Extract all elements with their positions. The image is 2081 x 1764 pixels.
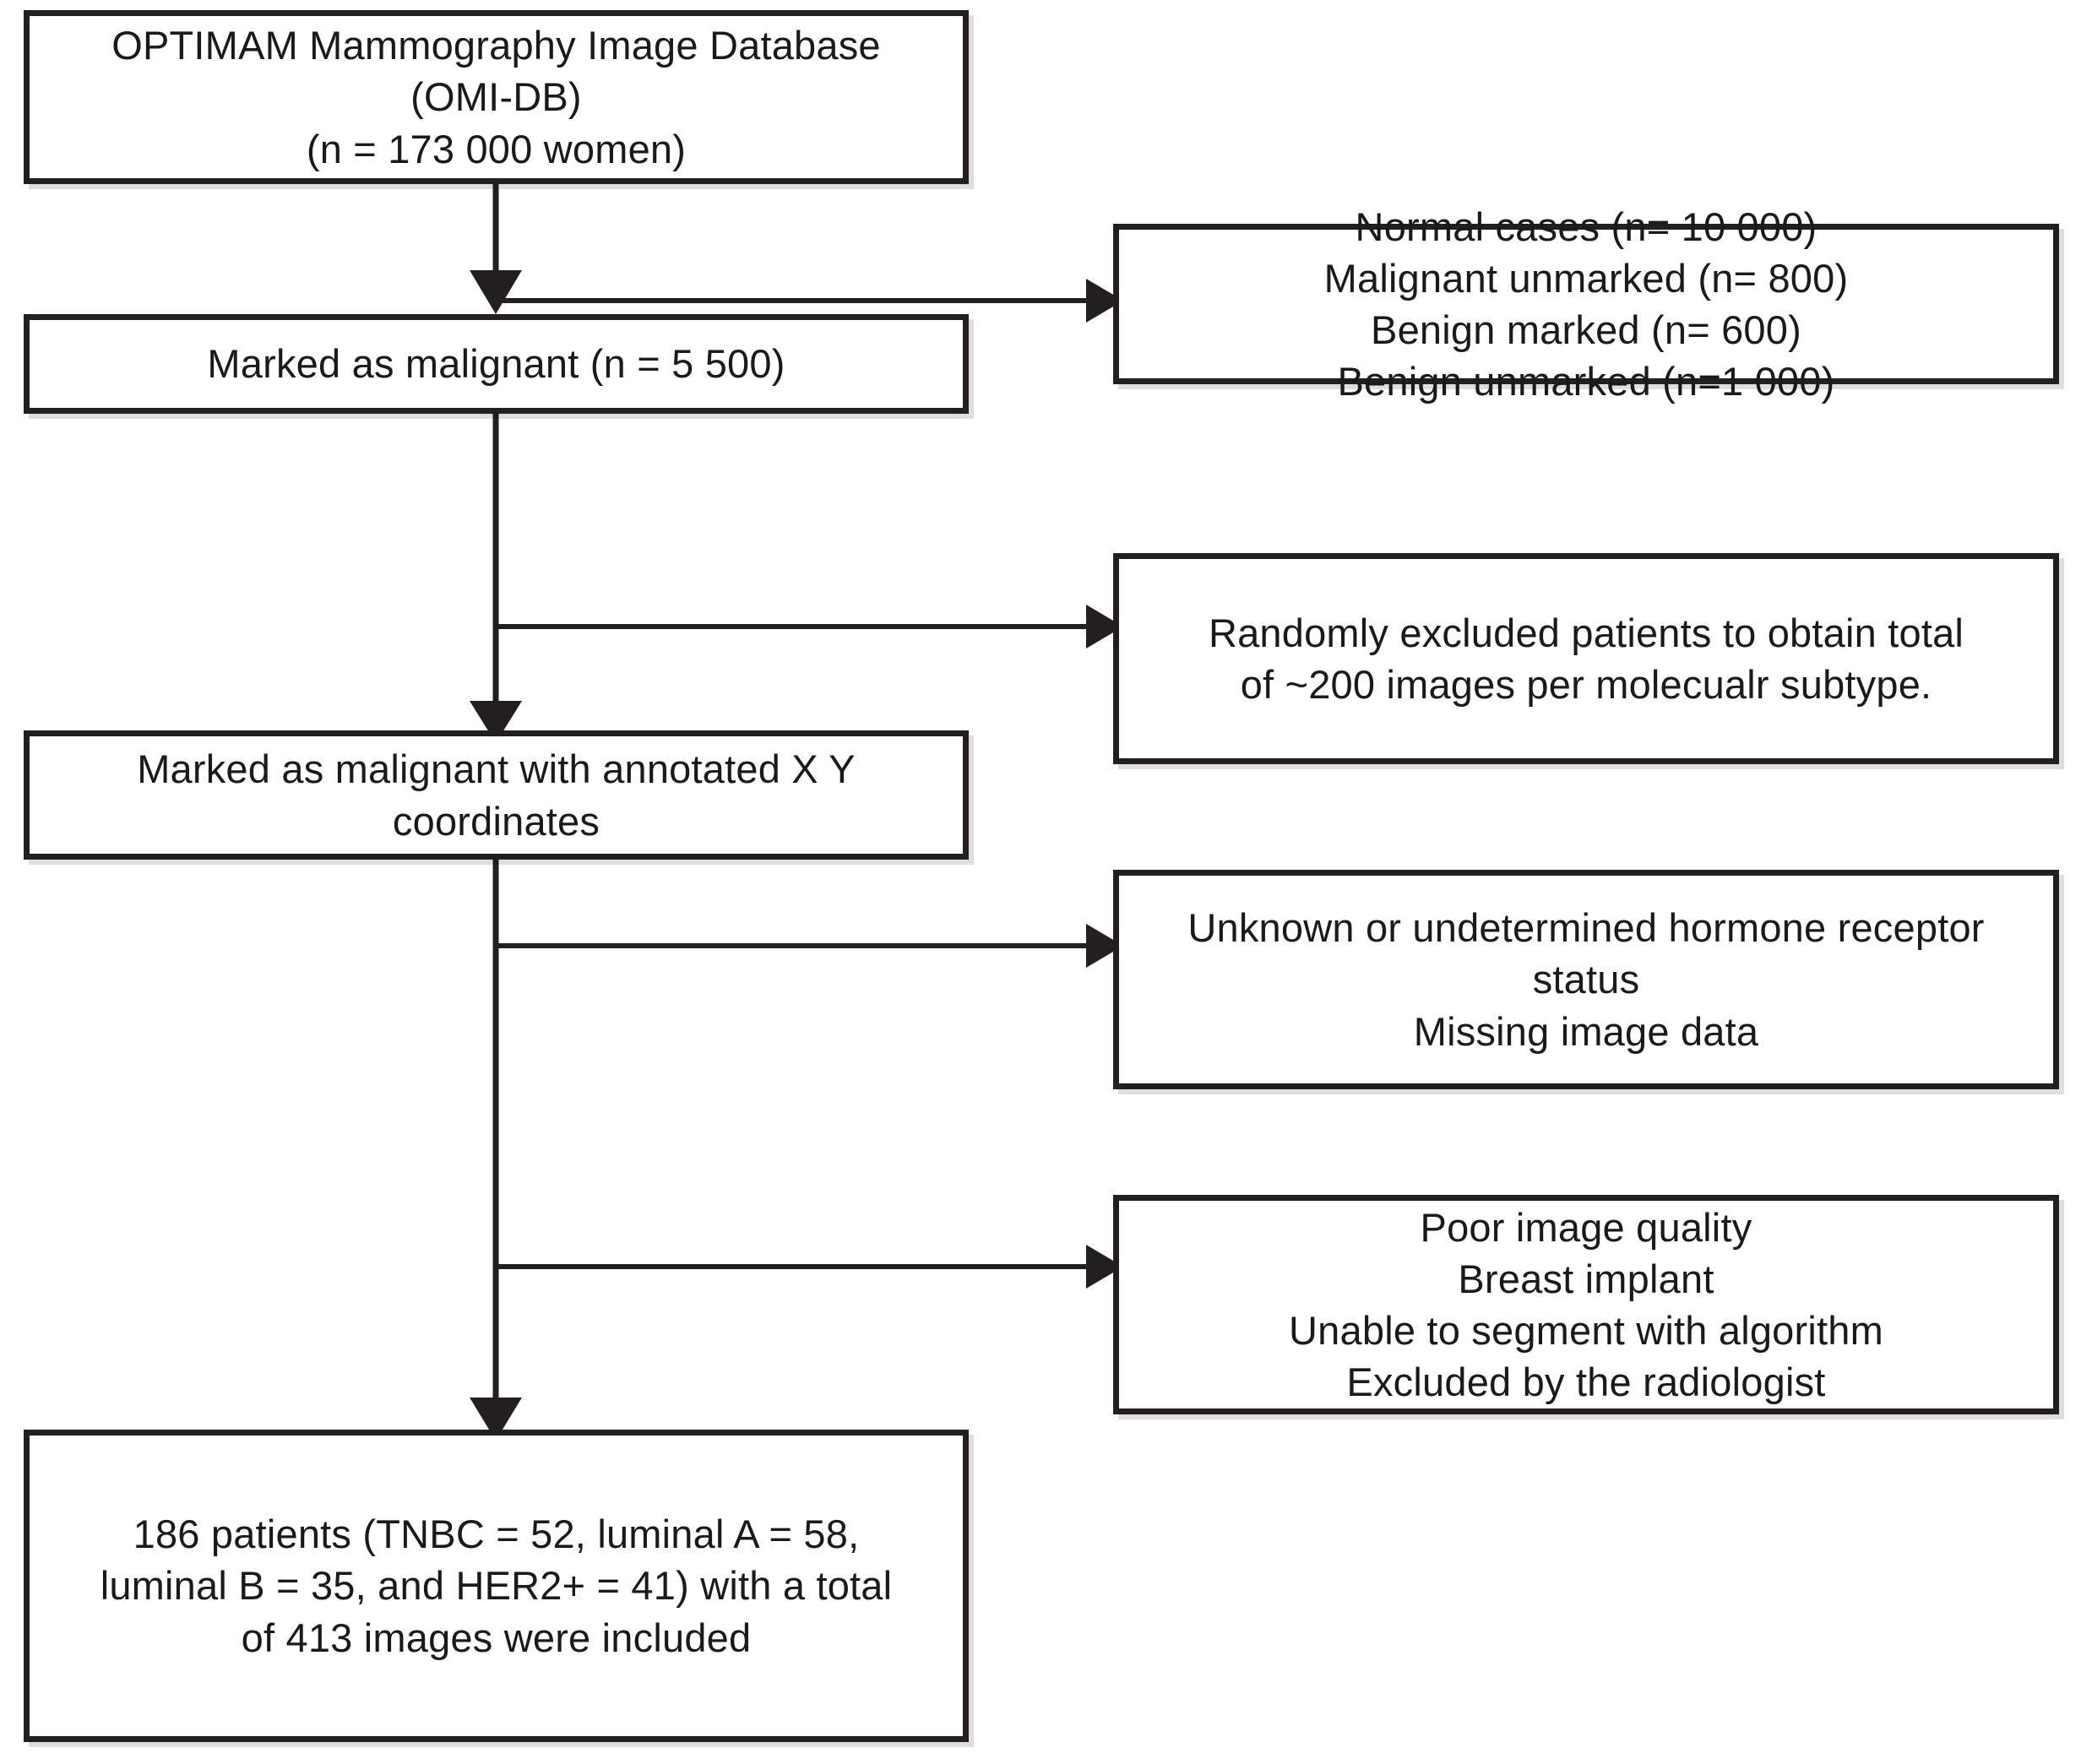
node-source-database-label: OPTIMAM Mammography Image Database (OMI-… [111,23,881,171]
node-marked-malignant-annotated-label: Marked as malignant with annotated X Y c… [137,746,856,844]
node-marked-malignant-annotated[interactable]: Marked as malignant with annotated X Y c… [24,730,969,860]
node-excluded-unknown-receptor[interactable]: Unknown or undetermined hormone receptor… [1113,870,2059,1089]
node-excluded-quality-label: Poor image quality Breast implant Unable… [1289,1204,1883,1405]
node-excluded-non-malignant[interactable]: Normal cases (n= 10 000) Malignant unmar… [1113,204,2059,404]
node-excluded-random-balance-label: Randomly excluded patients to obtain tot… [1208,610,1964,707]
node-excluded-unknown-receptor-label: Unknown or undetermined hormone receptor… [1187,905,1985,1054]
node-excluded-random-balance[interactable]: Randomly excluded patients to obtain tot… [1113,553,2059,764]
node-marked-malignant[interactable]: Marked as malignant (n = 5 500) [24,314,969,414]
node-final-cohort-label: 186 patients (TNBC = 52, luminal A = 58,… [100,1512,893,1660]
node-final-cohort[interactable]: 186 patients (TNBC = 52, luminal A = 58,… [24,1430,969,1742]
node-source-database[interactable]: OPTIMAM Mammography Image Database (OMI-… [24,10,969,184]
node-marked-malignant-label: Marked as malignant (n = 5 500) [207,341,785,387]
node-excluded-non-malignant-label: Normal cases (n= 10 000) Malignant unmar… [1323,204,1849,404]
node-excluded-quality[interactable]: Poor image quality Breast implant Unable… [1113,1195,2059,1414]
arrowhead-down-1 [470,270,522,314]
